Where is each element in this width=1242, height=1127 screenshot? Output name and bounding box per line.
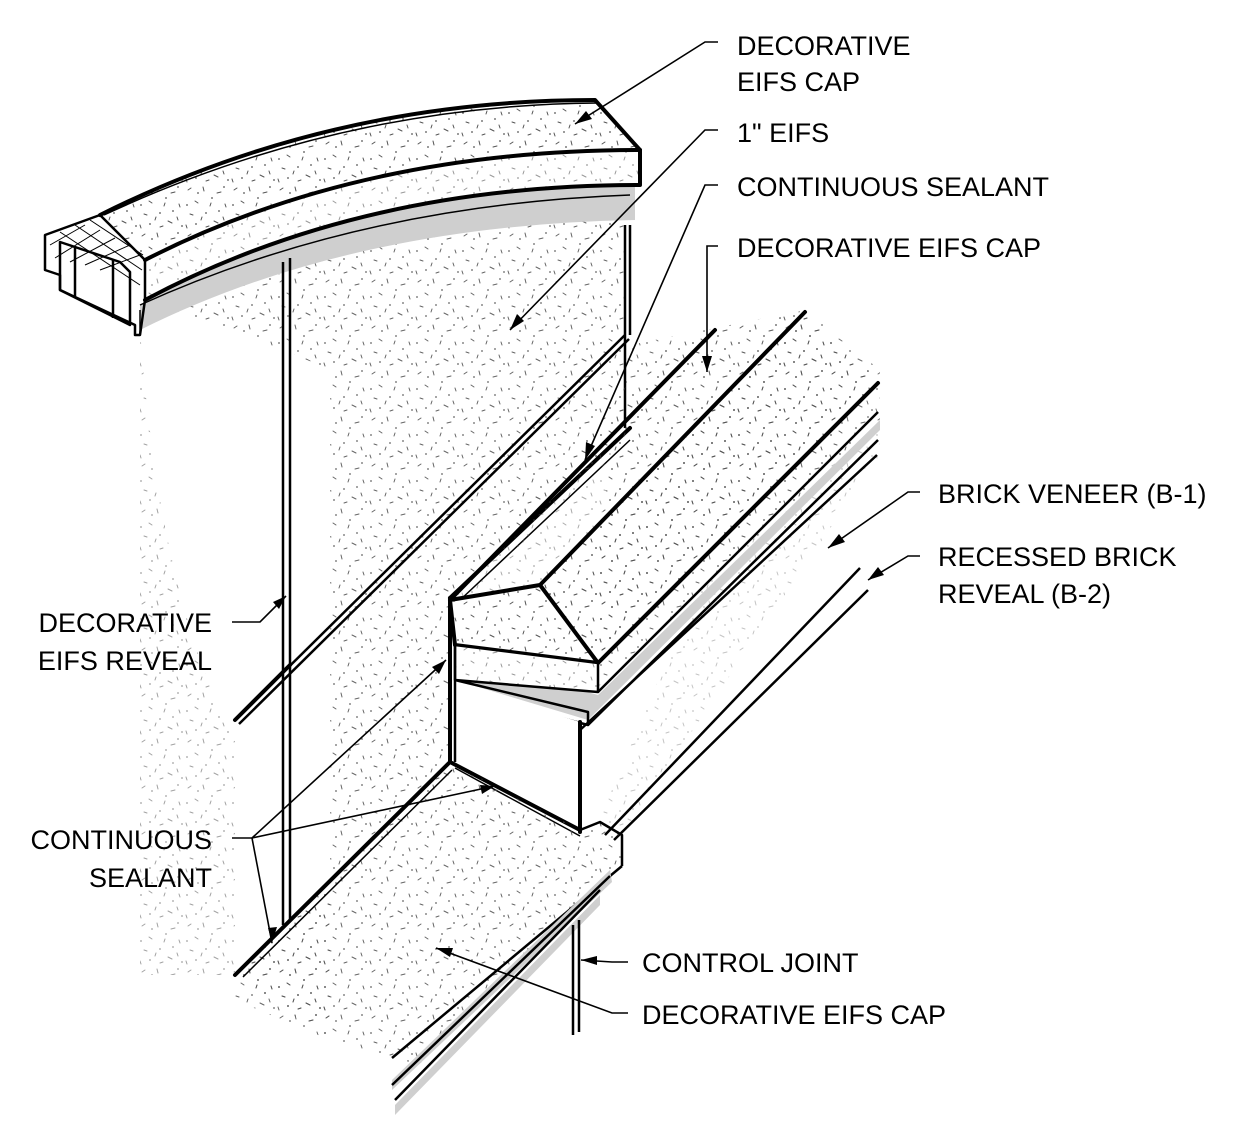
label-brick-veneer: BRICK VENEER (B-1) <box>938 479 1207 509</box>
label-top-cap-line1: DECORATIVE <box>737 31 911 61</box>
callout-labels: DECORATIVE EIFS CAP 1" EIFS CONTINUOUS S… <box>31 31 1207 1030</box>
middle-cap <box>448 310 880 731</box>
recessed-brick-reveal <box>604 567 869 841</box>
label-continuous-sealant-top: CONTINUOUS SEALANT <box>737 172 1049 202</box>
label-decorative-eifs-cap-mid: DECORATIVE EIFS CAP <box>737 233 1041 263</box>
top-arched-cap <box>43 98 642 337</box>
leaders <box>232 41 920 1014</box>
eifs-wall-surface <box>140 215 625 1040</box>
label-sealant-left-line2: SEALANT <box>89 863 212 893</box>
label-eifs-1in: 1" EIFS <box>737 118 829 148</box>
label-reveal-line1: DECORATIVE <box>38 608 212 638</box>
label-recessed-line2: REVEAL (B-2) <box>938 579 1111 609</box>
cap-section-hatch <box>49 219 144 286</box>
label-recessed-line1: RECESSED BRICK <box>938 542 1177 572</box>
label-reveal-line2: EIFS REVEAL <box>38 646 212 676</box>
label-sealant-left-line1: CONTINUOUS <box>31 825 213 855</box>
vertical-eifs-reveal <box>281 258 292 925</box>
bottom-sill <box>233 760 624 1115</box>
reveal-diagonal-left <box>233 663 292 722</box>
label-top-cap-line2: EIFS CAP <box>737 67 860 97</box>
label-decorative-eifs-cap-bottom: DECORATIVE EIFS CAP <box>642 1000 946 1030</box>
label-control-joint: CONTROL JOINT <box>642 948 859 978</box>
